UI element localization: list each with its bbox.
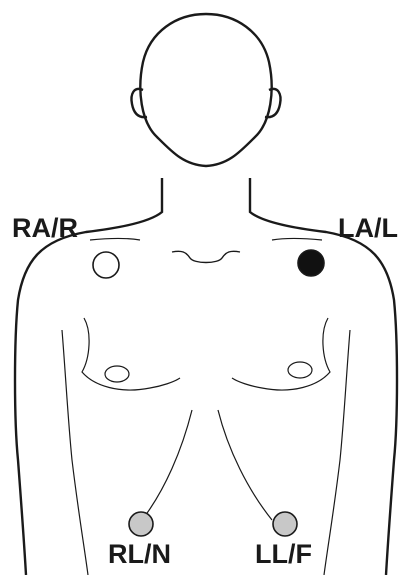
jugular-notch [172, 251, 240, 262]
ribcage-line-left [142, 410, 192, 520]
collarbone-right [272, 239, 322, 241]
label-ra: RA/R [12, 213, 78, 243]
head-outline [140, 14, 271, 166]
electrode-la [298, 250, 324, 276]
pec-line-left [82, 318, 180, 390]
nipple-left [105, 366, 129, 382]
label-la: LA/L [338, 213, 398, 243]
electrode-ll [273, 512, 297, 536]
label-ll: LL/F [255, 539, 312, 569]
label-rl: RL/N [108, 539, 171, 569]
ribcage-line-right [218, 410, 272, 520]
collarbone-left [90, 239, 140, 241]
pec-line-right [232, 318, 330, 390]
nipple-right [288, 362, 312, 378]
electrode-ra [93, 252, 119, 278]
electrode-rl [129, 512, 153, 536]
